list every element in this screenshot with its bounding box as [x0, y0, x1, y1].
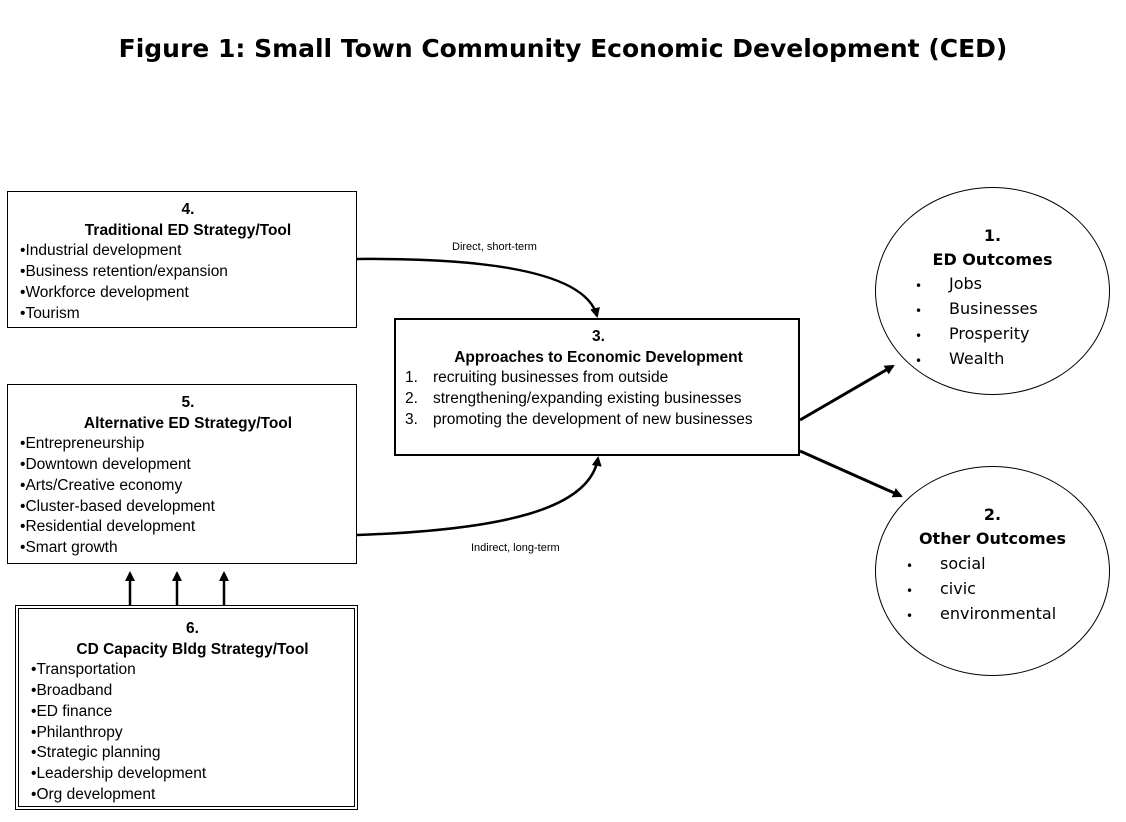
list-item: Cluster-based development: [20, 497, 356, 518]
circle-heading: Other Outcomes: [918, 529, 1067, 548]
box-number: 5.: [181, 394, 195, 411]
list-item: Strategic planning: [31, 743, 354, 764]
item-number: 1.: [405, 369, 418, 387]
ed-outcomes-circle: 1. ED Outcomes • Jobs • Businesses • Pro…: [875, 187, 1110, 395]
item-text: strengthening/expanding existing busines…: [433, 390, 742, 408]
list-item: Residential development: [20, 517, 356, 538]
box-heading: Alternative ED Strategy/Tool: [83, 414, 293, 432]
bullet-icon: •: [915, 304, 923, 318]
outcome-item: Wealth: [949, 349, 1005, 368]
box-number: 6.: [186, 620, 199, 637]
circle-number: 1.: [983, 226, 1002, 245]
list-item: Tourism: [20, 304, 356, 325]
list-item: Industrial development: [20, 241, 356, 262]
box-heading: Approaches to Economic Development: [454, 348, 743, 366]
list-item: 2. strengthening/expanding existing busin…: [405, 389, 792, 410]
approaches-box: 3. Approaches to Economic Development 1.…: [394, 318, 800, 456]
label-direct-short-term: Direct, short-term: [452, 241, 537, 253]
item-number: 2.: [405, 390, 418, 408]
arrow-box5-to-box3: [356, 456, 602, 537]
item-text: recruiting businesses from outside: [433, 369, 669, 387]
bullet-icon: •: [915, 279, 923, 293]
list-item: Entrepreneurship: [20, 434, 356, 455]
outcome-item: environmental: [940, 604, 1057, 623]
list-item: Smart growth: [20, 538, 356, 559]
box-number: 3.: [592, 328, 605, 345]
list-item: Broadband: [31, 681, 354, 702]
bullet-icon: •: [906, 559, 914, 573]
box-heading: CD Capacity Bldg Strategy/Tool: [76, 640, 309, 658]
list-item: Workforce development: [20, 283, 356, 304]
figure-title: Figure 1: Small Town Community Economic …: [118, 34, 1008, 63]
arrow-box4-to-box3: [356, 257, 600, 318]
bullet-icon: •: [915, 329, 923, 343]
traditional-ed-box: 4. Traditional ED Strategy/Tool Industri…: [7, 191, 357, 328]
arrow-box3-to-circle1: [799, 364, 895, 422]
item-text: promoting the development of new busines…: [433, 410, 753, 428]
box-number: 4.: [181, 201, 195, 218]
strategy-list: Entrepreneurship Downtown development Ar…: [20, 434, 356, 558]
outcome-item: Businesses: [949, 299, 1038, 318]
alternative-ed-box: 5. Alternative ED Strategy/Tool Entrepre…: [7, 384, 357, 564]
strategy-list: Transportation Broadband ED finance Phil…: [31, 660, 354, 805]
box-heading: Traditional ED Strategy/Tool: [84, 221, 292, 239]
outcome-item: civic: [940, 579, 976, 598]
other-outcomes-circle: 2. Other Outcomes • social • civic • env…: [875, 466, 1110, 676]
bullet-icon: •: [915, 354, 923, 368]
circle-number: 2.: [983, 505, 1002, 524]
list-item: Leadership development: [31, 764, 354, 785]
outcome-item: Prosperity: [949, 324, 1030, 343]
circle-heading: ED Outcomes: [932, 250, 1053, 269]
approaches-list: 1. recruiting businesses from outside 2. s…: [405, 368, 792, 430]
outcome-item: social: [940, 554, 986, 573]
list-item: Arts/Creative economy: [20, 476, 356, 497]
list-item: 3. promoting the development of new busin…: [405, 410, 792, 431]
list-item: Transportation: [31, 660, 354, 681]
arrow-box3-to-circle2: [799, 449, 903, 498]
bullet-icon: •: [906, 584, 914, 598]
list-item: Business retention/expansion: [20, 262, 356, 283]
label-indirect-long-term: Indirect, long-term: [471, 542, 560, 554]
list-item: Org development: [31, 785, 354, 806]
list-item: Downtown development: [20, 455, 356, 476]
strategy-list: Industrial development Business retentio…: [20, 241, 356, 324]
cd-capacity-box: 6. CD Capacity Bldg Strategy/Tool Transp…: [15, 605, 358, 810]
item-number: 3.: [405, 410, 418, 428]
list-item: ED finance: [31, 702, 354, 723]
list-item: Philanthropy: [31, 723, 354, 744]
list-item: 1. recruiting businesses from outside: [405, 368, 792, 389]
outcome-item: Jobs: [949, 274, 982, 293]
bullet-icon: •: [906, 609, 914, 623]
